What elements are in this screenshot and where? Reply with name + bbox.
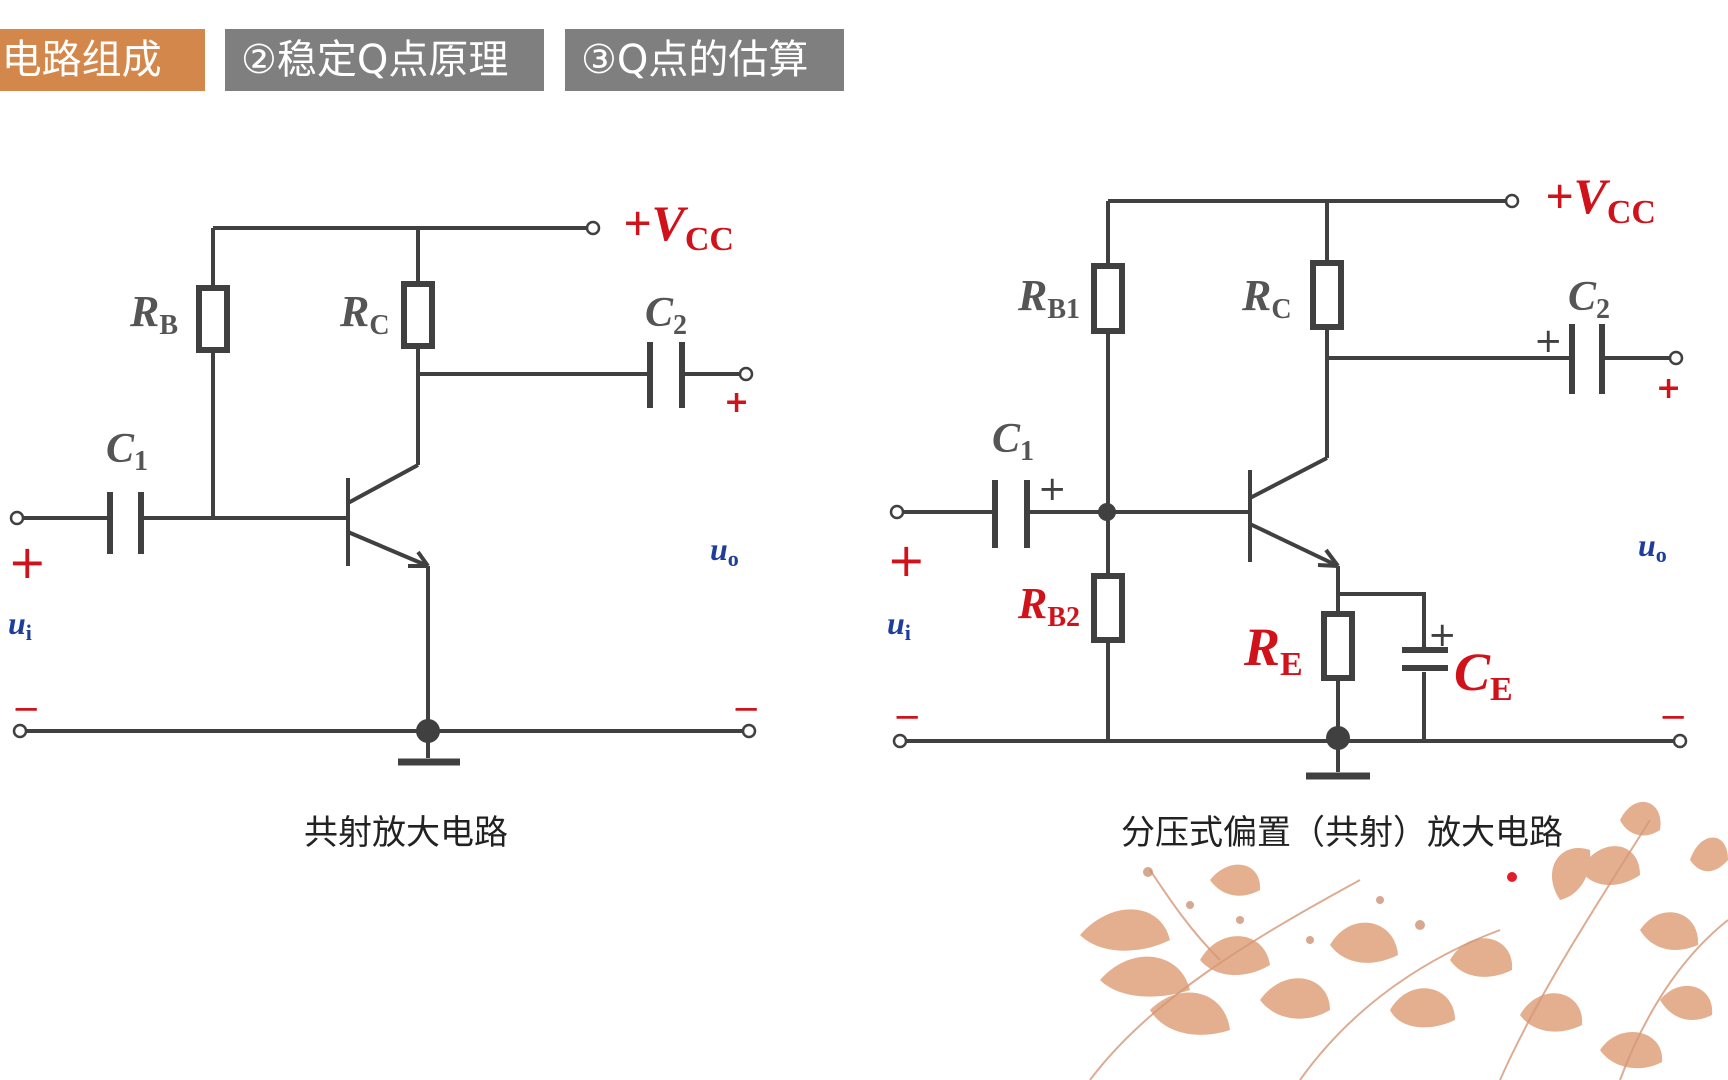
right-circuit: +VCC RB1 RB2 RC RE CE + C1 + C2 + + + ui… xyxy=(887,168,1688,853)
resistor-rc xyxy=(401,281,435,349)
resistor-rb1 xyxy=(1091,263,1125,334)
input-minus: − xyxy=(12,689,41,729)
tab-q-point-principle[interactable]: ②稳定Q点原理 xyxy=(225,29,544,91)
capacitor-c1 xyxy=(107,492,144,554)
vcc-terminal xyxy=(585,220,601,236)
c1-plus-right: + xyxy=(1038,469,1067,509)
c1-label: C1 xyxy=(106,426,148,477)
re-label: RE xyxy=(1243,617,1303,683)
ce-plus: + xyxy=(1428,615,1457,655)
floral-decoration xyxy=(1080,801,1728,1069)
capacitor-c1-right xyxy=(992,480,1030,548)
output-plus-right: + xyxy=(1656,371,1681,406)
c2-label-right: C2 xyxy=(1568,274,1610,325)
rb-label: RB xyxy=(129,287,178,341)
rc-label-right: RC xyxy=(1241,271,1292,325)
floral-buds xyxy=(1143,867,1425,944)
left-circuit: +VCC RB RC C1 C2 + + ui uo − − 共射放大电路 xyxy=(8,195,761,853)
rc-label: RC xyxy=(339,287,390,341)
floral-stems xyxy=(1089,819,1728,1080)
tab-label: )电路组成 xyxy=(0,37,162,83)
c1-label-right: C1 xyxy=(992,416,1034,467)
base-junction xyxy=(1098,503,1116,521)
input-ground-terminal-right xyxy=(892,733,908,749)
output-minus-right: − xyxy=(1659,697,1688,737)
c2-label: C2 xyxy=(645,290,687,341)
input-ground-terminal xyxy=(12,723,28,739)
ui-label: ui xyxy=(8,605,32,645)
tab-label: ③Q点的估算 xyxy=(581,37,809,83)
ui-label-right: ui xyxy=(887,605,911,645)
output-plus: + xyxy=(724,385,749,420)
ce-label: CE xyxy=(1454,642,1513,708)
tab-q-point-estimation[interactable]: ③Q点的估算 xyxy=(565,29,844,91)
output-ground-terminal-right xyxy=(1672,733,1688,749)
laser-pointer-dot xyxy=(1507,872,1517,882)
input-plus-right: + xyxy=(887,533,926,587)
capacitor-c2-right xyxy=(1569,324,1605,394)
emitter-arrow-right xyxy=(1317,548,1340,568)
resistor-rb xyxy=(196,285,230,353)
emitter-arrow xyxy=(408,550,430,568)
rb1-label: RB1 xyxy=(1017,271,1080,325)
tab-label: ②稳定Q点原理 xyxy=(241,37,509,83)
output-terminal xyxy=(738,366,754,382)
input-minus-right: − xyxy=(893,697,922,737)
left-caption: 共射放大电路 xyxy=(304,813,508,853)
uo-label-right: uo xyxy=(1638,527,1667,567)
input-terminal xyxy=(9,510,25,526)
c2-plus-right: + xyxy=(1534,321,1563,361)
output-minus: − xyxy=(732,689,761,729)
output-ground-terminal xyxy=(741,723,757,739)
resistor-re xyxy=(1321,611,1355,681)
ground-junction-right xyxy=(1326,726,1350,750)
capacitor-ce xyxy=(1402,647,1448,671)
right-caption: 分压式偏置（共射）放大电路 xyxy=(1121,813,1563,853)
tab-circuit-composition[interactable]: )电路组成 xyxy=(0,29,205,91)
resistor-rc-right xyxy=(1310,260,1344,330)
input-plus: + xyxy=(8,535,47,589)
capacitor-c2 xyxy=(647,342,685,408)
output-terminal-right xyxy=(1668,350,1684,366)
vcc-label: +VCC xyxy=(623,195,734,258)
resistor-rb2 xyxy=(1091,573,1125,643)
vcc-terminal-right xyxy=(1504,193,1520,209)
uo-label: uo xyxy=(710,531,739,571)
input-terminal-right xyxy=(889,504,905,520)
vcc-label-right: +VCC xyxy=(1545,168,1656,231)
ground-junction xyxy=(416,719,440,743)
rb2-label: RB2 xyxy=(1017,579,1080,633)
